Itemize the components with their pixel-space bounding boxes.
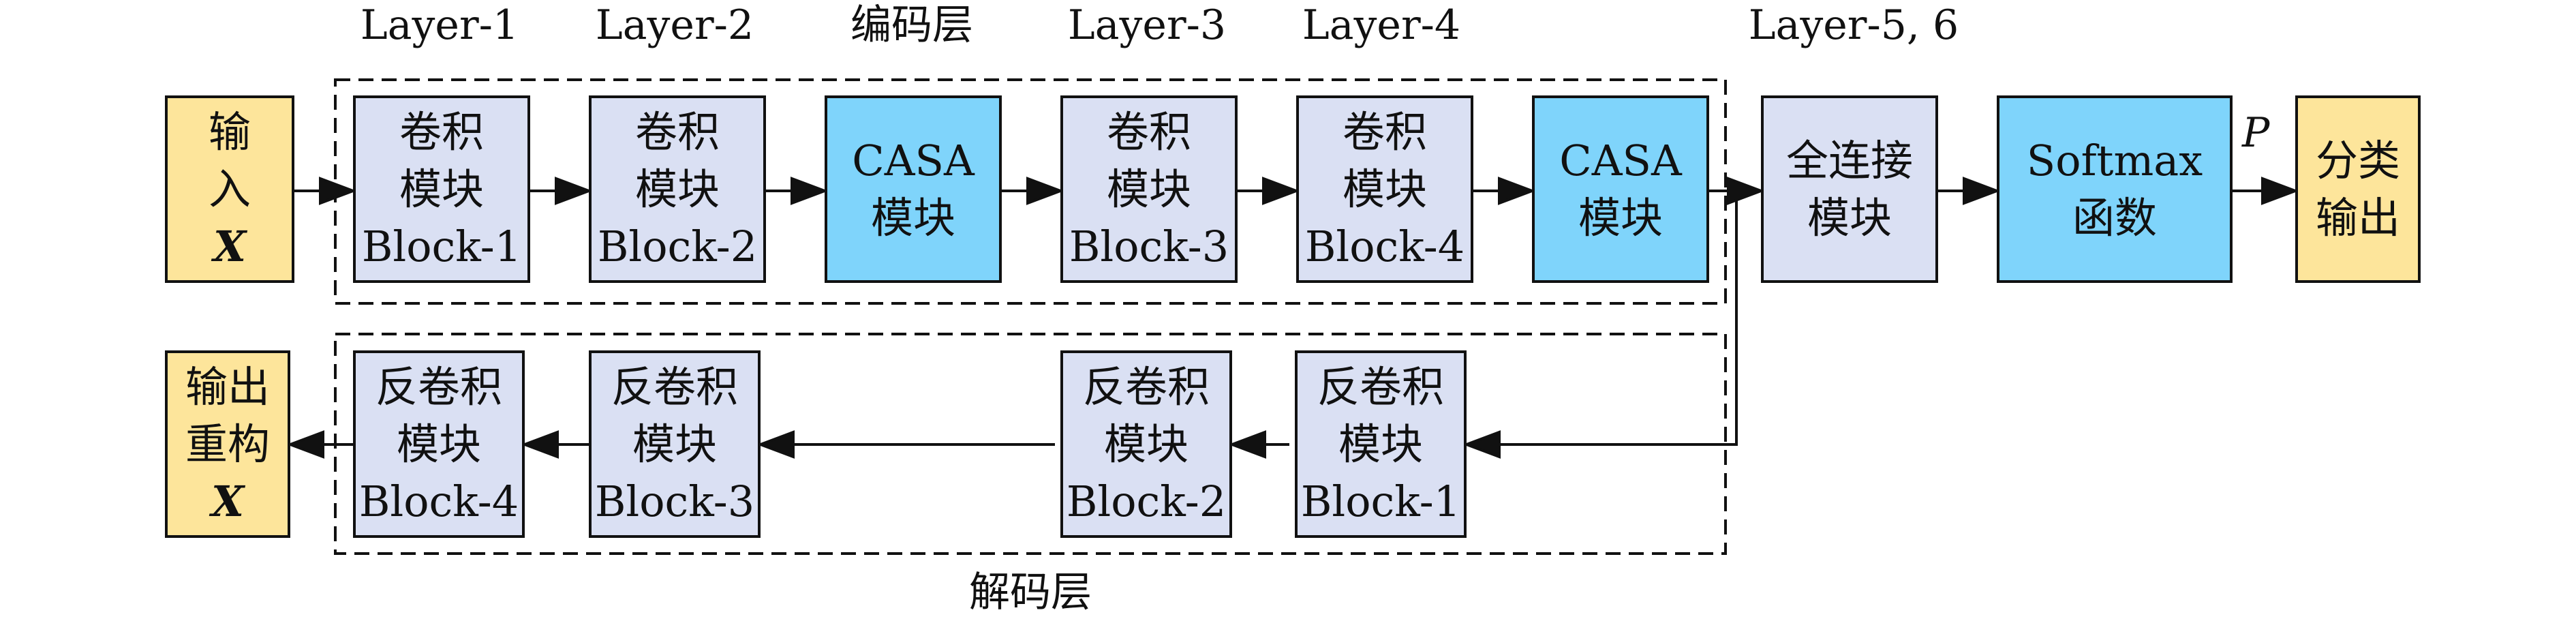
softmax-line1: Softmax — [2026, 135, 2203, 185]
layer-1-label: Layer-1 — [360, 1, 519, 49]
casa-module-2: CASA 模块 — [1532, 95, 1709, 283]
deconv-block-3-line1: 反卷积 — [611, 361, 738, 412]
input-box: 输 入 X — [165, 95, 294, 283]
arrowhead-deconv4-to-output — [286, 430, 324, 459]
input-variable: X — [213, 221, 247, 271]
arrowhead-deconv2-to-deconv3 — [756, 430, 795, 459]
arrowhead-softmax-to-output — [2261, 177, 2299, 205]
casa-module-1-line1: CASA — [852, 135, 975, 185]
conv-block-1-line3: Block-1 — [361, 221, 522, 271]
arrowhead-branch-to-deconv1 — [1462, 430, 1501, 459]
arrowhead-fc-to-softmax — [1963, 177, 2001, 205]
deconv-block-3: 反卷积 模块 Block-3 — [589, 350, 761, 538]
input-line1: 输 — [208, 106, 251, 157]
conv-block-4-line2: 模块 — [1342, 164, 1427, 214]
deconv-block-2-line3: Block-2 — [1066, 476, 1227, 526]
deconv-block-1-line1: 反卷积 — [1317, 361, 1444, 412]
softmax-function-box: Softmax 函数 — [1997, 95, 2233, 283]
arrowhead-input-to-block1 — [319, 177, 357, 205]
input-line2: 入 — [208, 164, 251, 214]
classification-output-line2: 输出 — [2315, 192, 2400, 243]
conv-block-1-line1: 卷积 — [399, 106, 484, 157]
conv-block-2-line1: 卷积 — [634, 106, 720, 157]
classification-output-box: 分类 输出 — [2295, 95, 2421, 283]
conv-block-2-line2: 模块 — [634, 164, 720, 214]
deconv-block-2-line2: 模块 — [1103, 419, 1189, 469]
layer-2-label: Layer-2 — [595, 1, 754, 49]
conv-block-4-line3: Block-4 — [1304, 221, 1465, 271]
deconv-block-4: 反卷积 模块 Block-4 — [353, 350, 525, 538]
conv-block-2-line3: Block-2 — [597, 221, 758, 271]
layer-4-label: Layer-4 — [1302, 1, 1461, 49]
layer-3-label: Layer-3 — [1067, 1, 1227, 49]
arrowhead-block2-to-casa1 — [791, 177, 829, 205]
arrowhead-casa2-to-fc — [1727, 177, 1765, 205]
classification-output-line1: 分类 — [2315, 135, 2400, 185]
fc-line1: 全连接 — [1785, 135, 1913, 185]
deconv-block-4-line3: Block-4 — [358, 476, 519, 526]
arrowhead-block4-to-casa2 — [1498, 177, 1536, 205]
casa-module-1: CASA 模块 — [825, 95, 1002, 283]
encoder-layer-label: 编码层 — [850, 1, 973, 49]
deconv-block-4-line1: 反卷积 — [375, 361, 502, 412]
conv-block-3-line2: 模块 — [1106, 164, 1191, 214]
reconstruction-output-variable: X — [211, 476, 245, 526]
deconv-block-3-line3: Block-3 — [594, 476, 755, 526]
casa-module-1-line2: 模块 — [870, 192, 955, 243]
conv-block-3: 卷积 模块 Block-3 — [1060, 95, 1238, 283]
conv-block-1: 卷积 模块 Block-1 — [353, 95, 530, 283]
conv-block-4: 卷积 模块 Block-4 — [1296, 95, 1473, 283]
deconv-block-2: 反卷积 模块 Block-2 — [1060, 350, 1232, 538]
layer-5-6-label: Layer-5, 6 — [1748, 1, 1959, 49]
conv-block-3-line3: Block-3 — [1069, 221, 1229, 271]
casa-module-2-line2: 模块 — [1578, 192, 1663, 243]
probability-label: P — [2242, 109, 2270, 157]
decoder-layer-label: 解码层 — [969, 569, 1092, 616]
arrowhead-block3-to-block4 — [1262, 177, 1300, 205]
arrowhead-casa1-to-block3 — [1026, 177, 1064, 205]
deconv-block-1-line2: 模块 — [1338, 419, 1423, 469]
reconstruction-output-line2: 重构 — [185, 419, 270, 469]
conv-block-1-line2: 模块 — [399, 164, 484, 214]
softmax-line2: 函数 — [2072, 192, 2157, 243]
deconv-block-4-line2: 模块 — [396, 419, 481, 469]
conv-block-3-line1: 卷积 — [1106, 106, 1191, 157]
deconv-block-2-line1: 反卷积 — [1082, 361, 1210, 412]
deconv-block-3-line2: 模块 — [632, 419, 717, 469]
conv-block-4-line1: 卷积 — [1342, 106, 1427, 157]
arrowhead-deconv3-to-deconv4 — [521, 430, 559, 459]
deconv-block-1: 反卷积 模块 Block-1 — [1295, 350, 1467, 538]
reconstruction-output-line1: 输出 — [185, 361, 270, 412]
casa-module-2-line1: CASA — [1559, 135, 1682, 185]
deconv-block-1-line3: Block-1 — [1300, 476, 1461, 526]
arrowhead-block1-to-block2 — [555, 177, 593, 205]
fully-connected-module: 全连接 模块 — [1761, 95, 1938, 283]
fc-line2: 模块 — [1807, 192, 1892, 243]
conv-block-2: 卷积 模块 Block-2 — [589, 95, 766, 283]
branch-line-to-decoder — [1499, 191, 1738, 446]
reconstruction-output-box: 输出 重构 X — [165, 350, 290, 538]
arrowhead-deconv1-to-deconv2 — [1228, 430, 1266, 459]
